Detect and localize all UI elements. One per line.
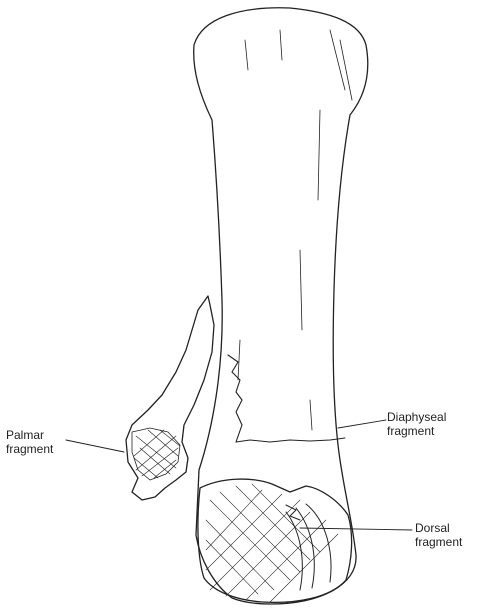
palmar-fragment-outline (126, 296, 214, 500)
distal-articular-block (198, 479, 352, 602)
distal-block-hatching (206, 484, 338, 602)
palmar-fragment-label: Palmar fragment (6, 428, 53, 456)
bone-shaft-outline (194, 8, 368, 604)
leader-line-diaphyseal (338, 420, 386, 428)
palmar-fragment-articular-surface (132, 428, 180, 480)
fracture-edge-left (228, 355, 242, 442)
fracture-line-shaft (236, 438, 345, 442)
leader-line-palmar (66, 440, 124, 452)
diaphyseal-fragment-label: Diaphyseal fragment (387, 410, 446, 438)
dorsal-fragment-label: Dorsal fragment (415, 521, 462, 549)
shaft-shading (238, 30, 352, 430)
